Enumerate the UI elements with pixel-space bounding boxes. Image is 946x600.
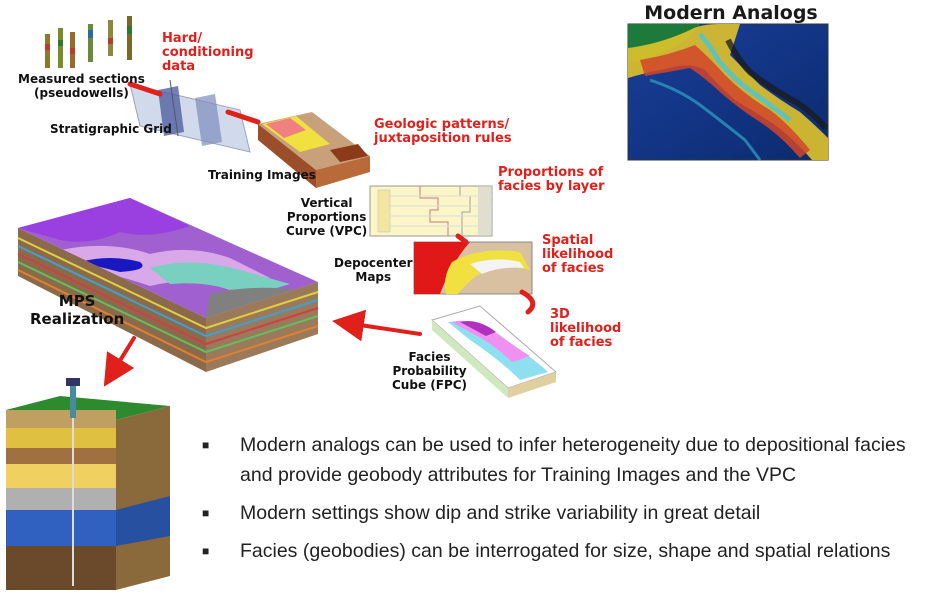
training-image-block (258, 112, 370, 188)
facies-probability-cube (430, 305, 557, 398)
depocenter-label: Depocenter Maps (334, 256, 413, 284)
fpc-label: Facies Probability Cube (FPC) (392, 350, 468, 392)
vpc-label: Vertical Proportions Curve (VPC) (286, 196, 368, 238)
vpc-chart (369, 185, 493, 237)
proportions-annotation: Proportions of facies by layer (498, 165, 605, 194)
stratigraphic-grid (129, 79, 251, 153)
depocenter-map (413, 241, 533, 295)
measured-sections-label: Measured sections (pseudowells) (18, 72, 145, 100)
reservoir-block (6, 378, 170, 590)
geologic-patterns-annotation: Geologic patterns/ juxtaposition rules (374, 117, 512, 146)
mps-realization-block (17, 198, 319, 372)
workflow-arrows (103, 81, 536, 387)
spatial-likelihood-annotation: Spatial likelihood of facies (542, 233, 614, 276)
stratigraphic-grid-label: Stratigraphic Grid (50, 122, 172, 136)
pseudowell-columns (45, 16, 132, 68)
bullet-icon: ■ (202, 438, 210, 452)
bullet-item: ■Facies (geobodies) can be interrogated … (200, 536, 940, 566)
bullet-icon: ■ (202, 506, 210, 520)
three-d-likelihood-annotation: 3D likelihood of facies (550, 307, 622, 350)
mps-realization-label: MPS Realization (30, 292, 125, 328)
bullet-icon: ■ (202, 544, 210, 558)
bullet-item: ■Modern settings show dip and strike var… (200, 498, 940, 528)
modern-analog-satellite-image (627, 23, 829, 161)
hard-data-annotation: Hard/ conditioning data (162, 31, 254, 74)
bullet-list: ■Modern analogs can be used to infer het… (200, 430, 940, 574)
training-images-label: Training Images (208, 168, 316, 182)
bullet-item: ■Modern analogs can be used to infer het… (200, 430, 940, 490)
modern-analogs-title: Modern Analogs (644, 2, 818, 24)
